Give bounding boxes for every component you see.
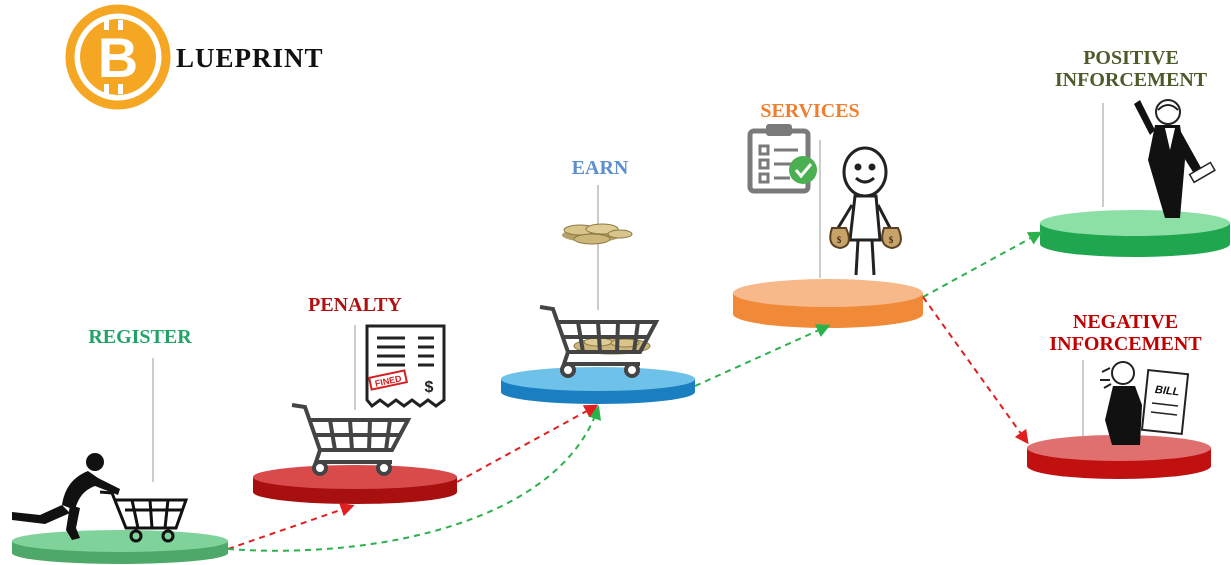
connector-lines [152,103,1104,482]
bitcoin-logo-icon: B [65,4,171,110]
svg-text:$: $ [889,235,894,245]
logo-text: LUEPRINT [176,43,324,73]
flow-arrows [227,231,1043,552]
platform-negative [1027,435,1211,479]
label-positive: POSITIVE INFORCEMENT [1036,47,1226,91]
coin-cart-icon [539,305,660,378]
money-bag-icon: $ $ [829,227,902,250]
arrow-services-to-negative [922,296,1029,445]
arrow-penalty-to-earn [456,404,599,483]
platform-penalty [253,465,457,504]
label-penalty: PENALTY [308,294,402,316]
bill-man-icon: BILL [1100,361,1190,445]
platform-services [733,279,923,328]
svg-text:$: $ [425,379,434,396]
running-man-cart-icon [12,453,189,543]
label-register: REGISTER [88,326,192,348]
platform-positive [1040,210,1230,257]
checklist-icon [747,124,817,194]
stick-figure-icon [836,146,892,276]
businessman-icon [1134,99,1216,218]
arrow-earn-to-services [694,324,831,387]
label-positive-line2: INFORCEMENT [1054,69,1208,91]
platform-register [12,530,228,564]
receipt-icon: FINED $ [365,324,446,409]
label-negative: NEGATIVE INFORCEMENT [1028,311,1223,355]
arrow-register-to-penalty [227,503,355,550]
platform-earn [501,367,695,404]
label-services: SERVICES [760,100,860,122]
svg-text:B: B [98,26,138,89]
coins-icon [562,223,633,245]
svg-text:BILL: BILL [1154,384,1180,399]
arrow-services-to-positive [922,231,1043,298]
label-negative-line2: INFORCEMENT [1049,333,1202,355]
label-positive-line1: POSITIVE [1083,47,1179,69]
label-negative-line1: NEGATIVE [1072,311,1179,333]
label-earn: EARN [571,157,629,179]
svg-text:$: $ [837,235,842,245]
shopping-cart-icon [291,403,412,476]
